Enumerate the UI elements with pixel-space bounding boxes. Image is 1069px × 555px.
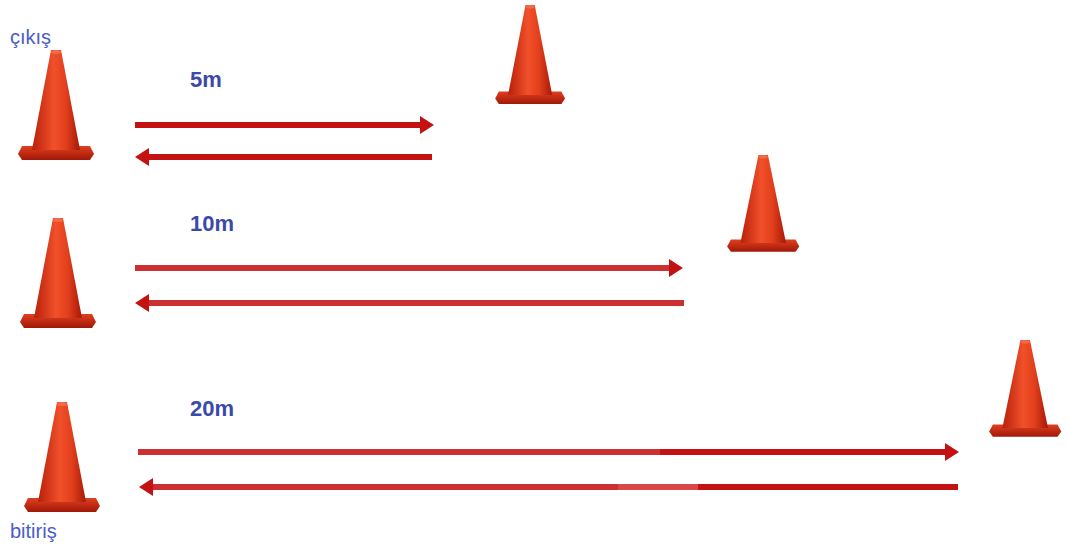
text-label: 10m: [190, 212, 234, 236]
cone: [727, 155, 799, 252]
cone: [989, 340, 1061, 437]
text-label: 20m: [190, 397, 234, 421]
cone: [18, 50, 94, 160]
text-label: çıkış: [10, 26, 51, 48]
cone: [20, 218, 96, 328]
arrows: [135, 116, 959, 496]
cone: [495, 5, 565, 104]
text-label: 5m: [190, 68, 222, 92]
cone: [24, 402, 100, 512]
text-label: bitiriş: [10, 520, 57, 542]
